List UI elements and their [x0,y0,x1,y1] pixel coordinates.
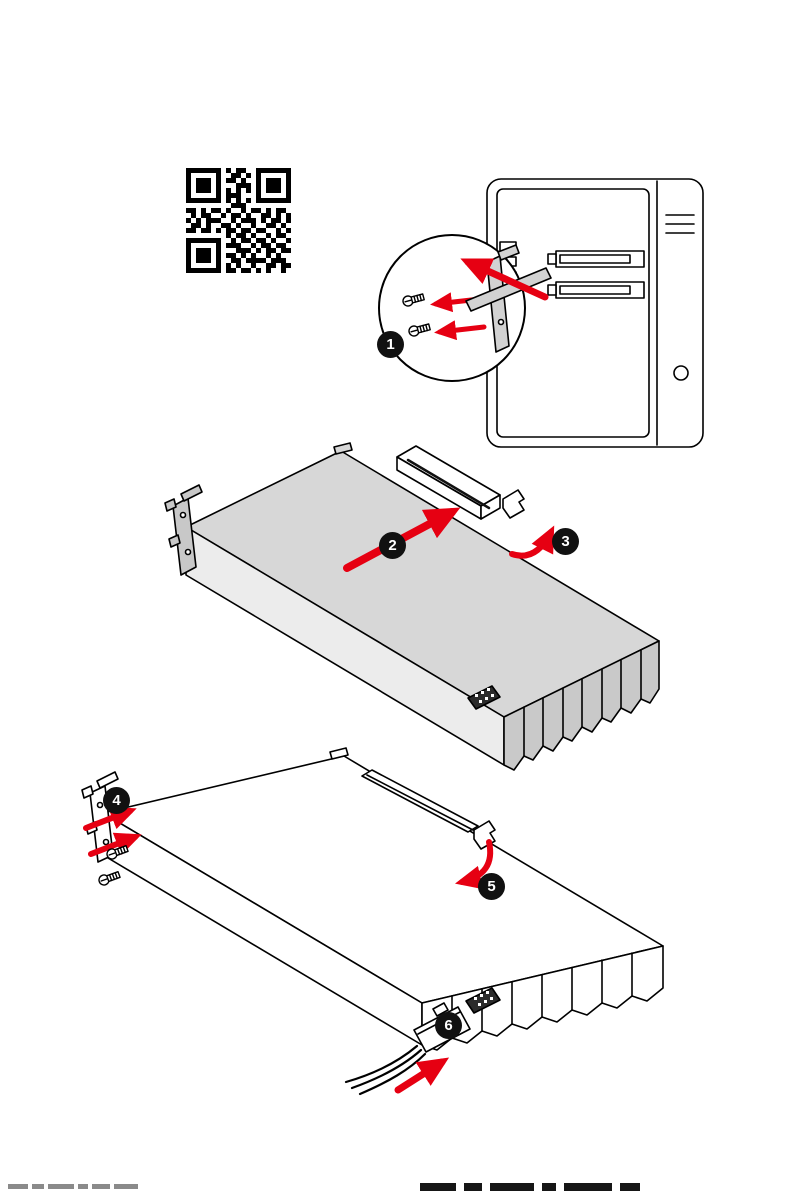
pcie-slot [396,445,501,520]
card-bracket [164,484,203,576]
screw-icon [96,869,122,888]
bracket-removal [460,258,552,312]
latch-click-arrow [509,525,555,559]
qr-code [186,168,291,273]
mounting-tab [333,442,353,455]
graphics-card-outline [81,747,664,1096]
drive-bays [547,250,645,299]
screw-removal-arrow-2 [434,320,487,341]
fin-lines [523,649,642,757]
mounting-tab [329,747,349,760]
step-badge-3: 3 [552,528,579,555]
computer-case [486,178,704,448]
step-badge-2: 2 [379,532,406,559]
removed-slot-cover [465,267,552,312]
screw-fasten-arrow-2 [88,832,142,857]
step-badge-1: 1 [377,331,404,358]
screw-detail-inset [378,234,526,382]
footer-smudge-left [8,1184,138,1189]
footer-remnants [8,1183,640,1191]
footer-smudge-right [420,1183,640,1191]
power-plug-arrow [394,1057,450,1094]
edge-connector [361,769,479,833]
step-badge-6: 6 [435,1012,462,1039]
step-badge-4: 4 [103,787,130,814]
bracket-removal-arrow [460,258,549,301]
power-connector-socket [467,685,501,710]
front-panel-vents [665,214,695,234]
screw-fasten-arrow-1 [83,806,137,831]
power-connector-socket [465,987,501,1014]
latch-release-arrow [454,839,494,890]
graphics-card-shaded [164,442,660,771]
step-badge-5: 5 [478,873,505,900]
pcie-latch [502,489,525,519]
power-button [673,365,689,381]
